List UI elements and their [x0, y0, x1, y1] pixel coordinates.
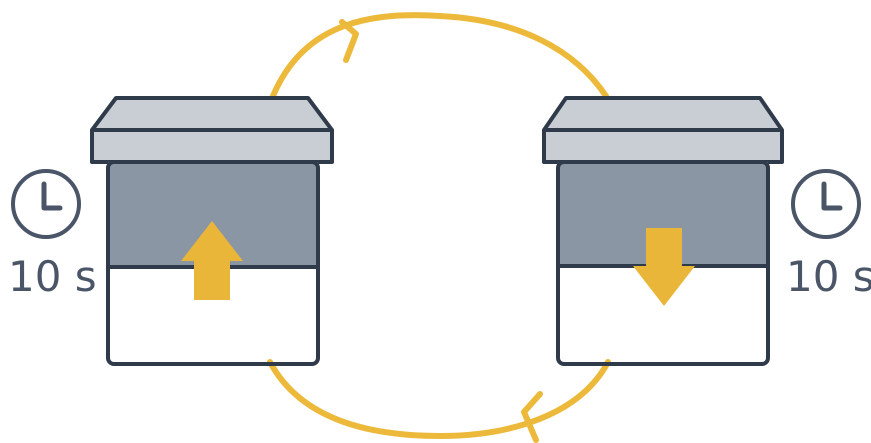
clock-icon — [13, 171, 79, 237]
cycle-arc-top — [273, 15, 606, 96]
cycle-arc-bottom — [270, 362, 608, 436]
cycle-arc-top-arrowhead — [342, 22, 356, 60]
right-timer-label: 10 s — [786, 256, 871, 298]
right-container — [544, 98, 782, 364]
left-container — [92, 98, 332, 364]
clock-icon — [793, 171, 859, 237]
left-timer-label: 10 s — [8, 256, 97, 298]
